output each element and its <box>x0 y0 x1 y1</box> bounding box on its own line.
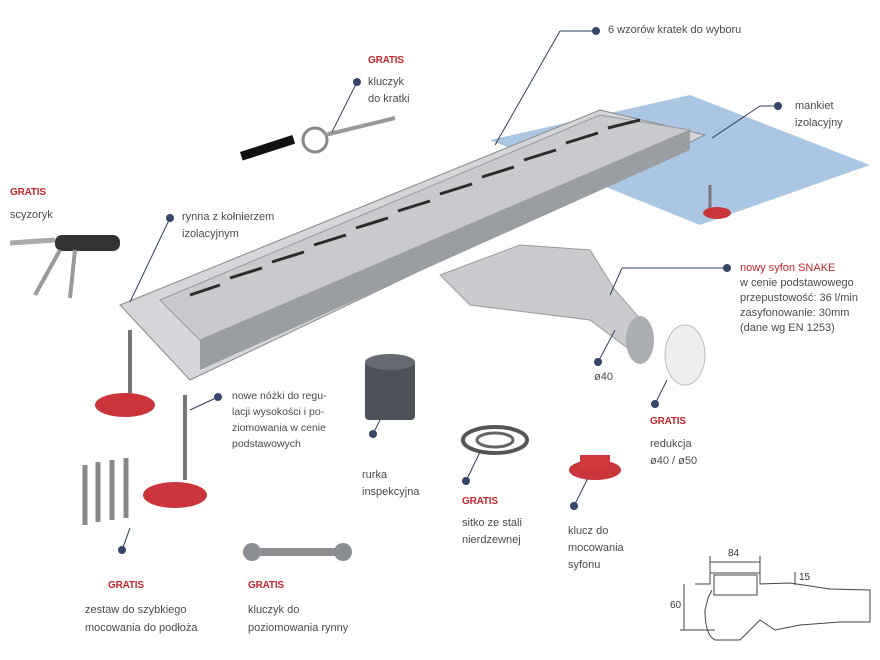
label-feet-2: lacji wysokości i po- <box>232 406 325 418</box>
label-membrane-1: mankiet <box>795 100 834 112</box>
gratis-badge: GRATIS <box>108 580 144 591</box>
dimension-height: 60 <box>670 600 682 611</box>
grate-slots <box>189 118 641 297</box>
label-inspection-pipe-1: rurka <box>362 469 388 481</box>
callout-dots <box>118 27 782 554</box>
gratis-badge: GRATIS <box>650 416 686 427</box>
label-feet: nowe nóżki do regu- lacji wysokości i po… <box>232 388 327 452</box>
label-channel-1: rynna z kołnierzem <box>182 211 275 223</box>
label-siphon-title: nowy syfon SNAKE <box>740 262 836 274</box>
gratis-badge: GRATIS <box>248 580 284 591</box>
feet-image <box>95 185 731 508</box>
label-siphon-2: przepustowość: 36 l/min <box>740 292 858 304</box>
reducer-image <box>664 324 706 386</box>
label-strainer-1: sitko ze stali <box>462 517 522 529</box>
label-inspection-pipe-2: inspekcyjna <box>362 486 420 498</box>
label-leveling-key-2: poziomowania rynny <box>248 622 349 634</box>
label-siphon-3: zasyfonowanie: 30mm <box>740 307 850 319</box>
label-siphon-key-1: klucz do <box>568 525 609 537</box>
leveling-key-image <box>243 543 352 561</box>
label-leveling-key-1: kluczyk do <box>248 604 300 616</box>
label-channel-2: izolacyjnym <box>182 228 239 240</box>
label-outlet: ø40 <box>594 371 613 383</box>
label-pocketknife: scyzoryk <box>10 209 53 221</box>
inspection-pipe-image <box>365 354 415 420</box>
label-strainer-2: nierdzewnej <box>462 534 521 546</box>
dimension-drawing <box>680 556 871 641</box>
pocketknife-image <box>9 235 120 299</box>
label-siphon-4: (dane wg EN 1253) <box>740 322 835 334</box>
leader-lines <box>121 30 778 551</box>
grate-key-image <box>240 116 396 161</box>
label-reducer-2: ø40 / ø50 <box>650 455 698 467</box>
gratis-badge: GRATIS <box>462 496 498 507</box>
label-siphon-1: w cenie podstawowego <box>740 277 854 289</box>
label-grate-key-1: kluczyk <box>368 76 405 88</box>
label-grate-key-2: do kratki <box>368 93 410 105</box>
mounting-kit-image <box>82 458 129 525</box>
strainer-image <box>461 425 529 455</box>
dimension-flange: 15 <box>799 572 811 583</box>
label-feet-4: podstawowych <box>232 438 301 450</box>
label-mounting-kit-2: mocowania do podłoża <box>85 622 198 634</box>
gratis-badge: GRATIS <box>10 187 46 198</box>
label-feet-1: nowe nóżki do regu- <box>232 390 327 402</box>
label-grates: 6 wzorów kratek do wyboru <box>608 24 742 36</box>
label-membrane-2: izolacyjny <box>795 117 843 129</box>
label-siphon-key-2: mocowania <box>568 542 624 554</box>
dimension-width: 84 <box>728 548 740 559</box>
gratis-badge: GRATIS <box>368 55 404 66</box>
siphon-key-image <box>569 455 621 480</box>
label-mounting-kit-1: zestaw do szybkiego <box>85 604 187 616</box>
label-siphon-key-3: syfonu <box>568 559 601 571</box>
label-reducer-1: redukcja <box>650 438 692 450</box>
label-feet-3: ziomowania w cenie <box>232 422 326 434</box>
siphon-image <box>439 244 651 351</box>
